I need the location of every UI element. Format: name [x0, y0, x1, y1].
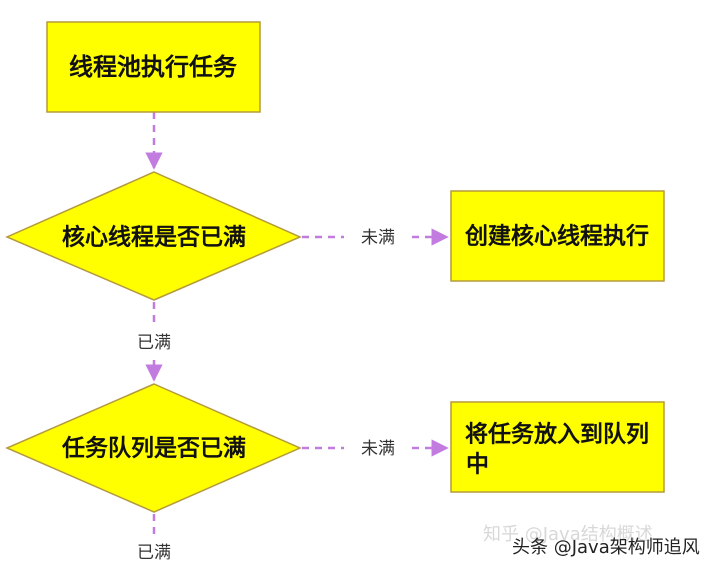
- node-start-label: 线程池执行任务: [69, 53, 238, 81]
- edge-label-queue-not-full: 未满: [361, 439, 395, 459]
- node-enqueue-label-line1: 将任务放入到队列: [465, 421, 649, 448]
- node-enqueue-label-line2: 中: [466, 452, 489, 478]
- node-check-core-diamond: [5, 171, 302, 301]
- node-enqueue-box: [450, 401, 665, 493]
- node-start: 线程池执行任务: [46, 21, 261, 113]
- node-check-core: 核心线程是否已满: [5, 171, 302, 301]
- node-check-core-label: 核心线程是否已满: [62, 224, 246, 251]
- edge-label-queue-full: 已满: [137, 543, 171, 563]
- edge-label-core-full: 已满: [137, 333, 171, 353]
- edge-label-core-not-full: 未满: [361, 228, 395, 248]
- node-start-box: [46, 21, 261, 113]
- node-check-queue: 任务队列是否已满: [5, 383, 302, 513]
- node-create-core-label: 创建核心线程执行: [464, 223, 649, 250]
- node-check-queue-label: 任务队列是否已满: [61, 435, 246, 462]
- node-check-queue-diamond: [5, 383, 302, 513]
- watermark-faded: 知乎 @Java结构概述: [483, 524, 653, 545]
- node-enqueue: 将任务放入到队列 中: [450, 401, 665, 493]
- connectors: [145, 112, 449, 538]
- node-create-core-box: [450, 190, 665, 282]
- watermark-main: 头条 @Java架构师追风: [512, 537, 700, 558]
- node-create-core: 创建核心线程执行: [450, 190, 665, 282]
